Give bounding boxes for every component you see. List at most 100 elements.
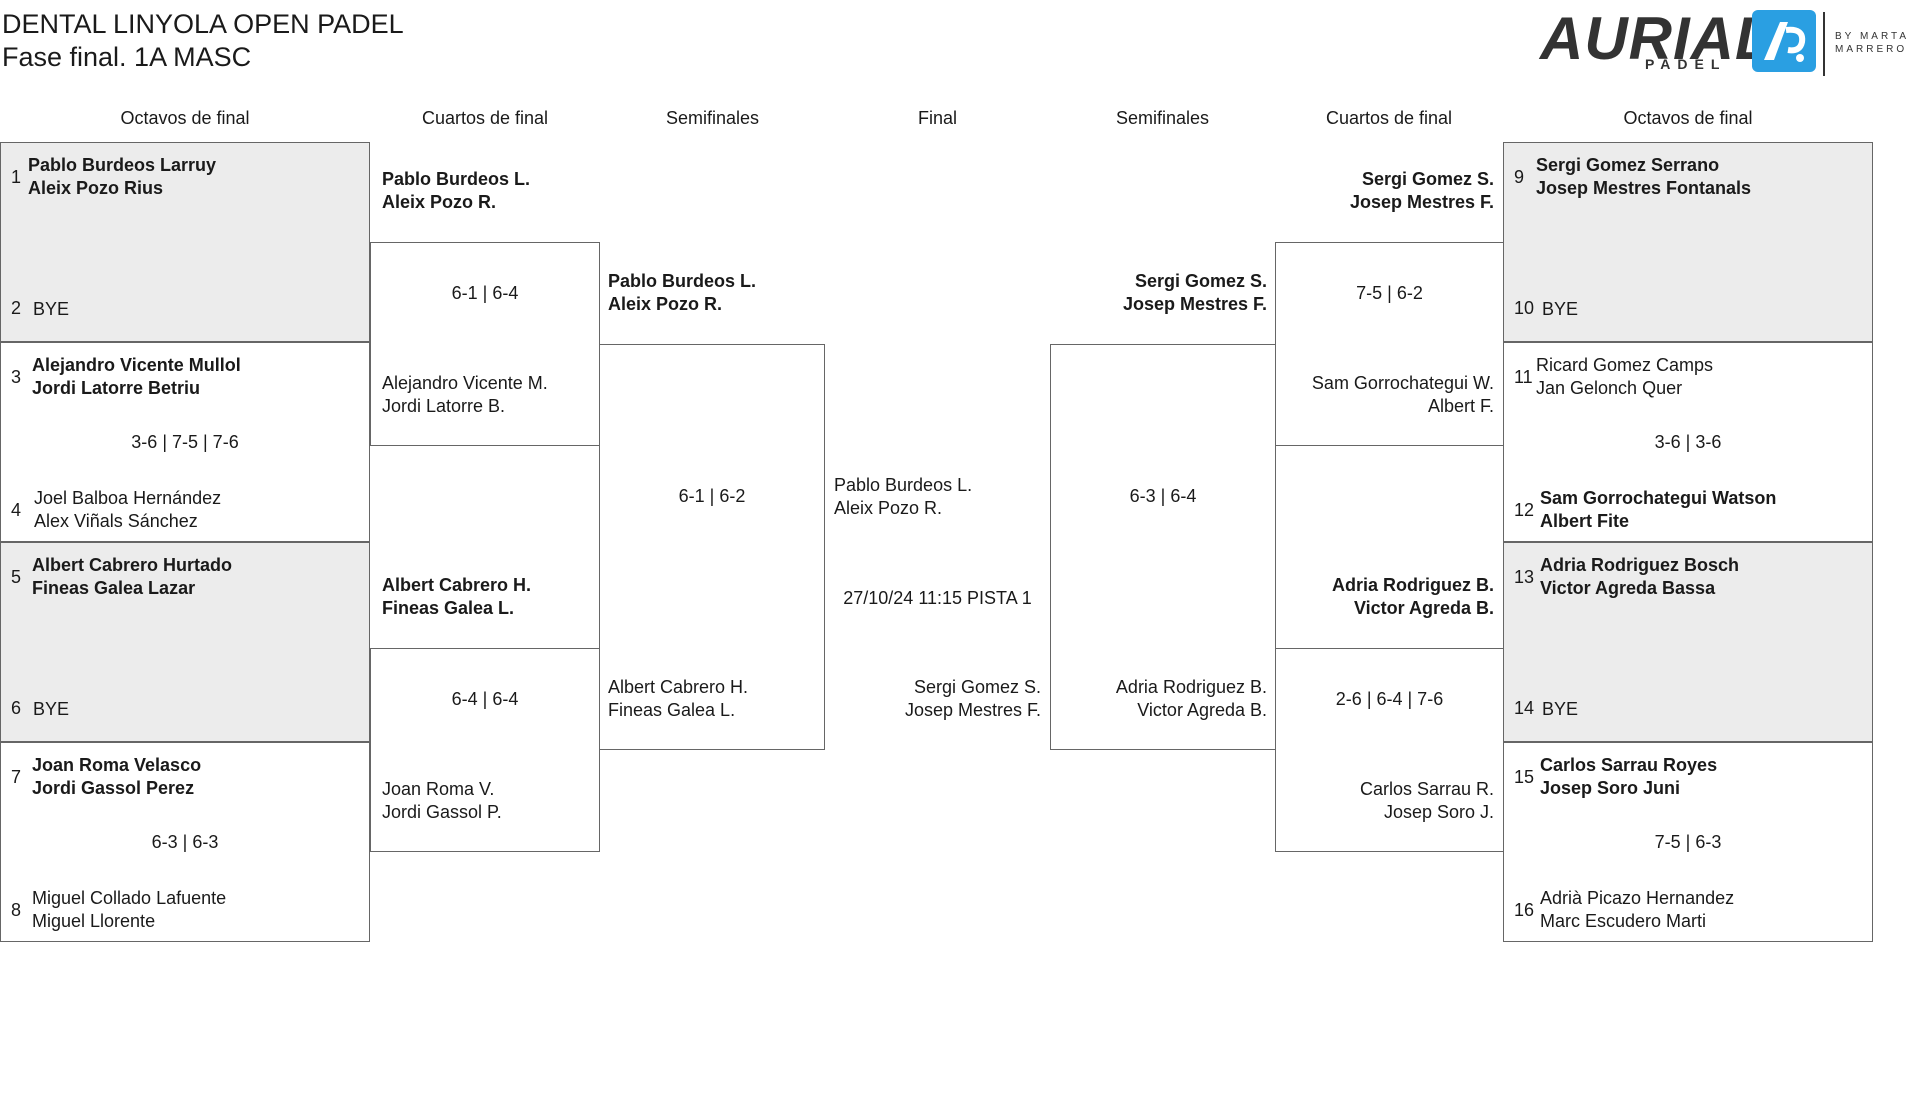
player: Pablo Burdeos L. (834, 475, 973, 495)
player: Pablo Burdeos L. (382, 169, 531, 189)
player: Miguel Collado Lafuente (32, 888, 227, 908)
player: Alejandro Vicente M. (382, 373, 548, 393)
player: Albert F. (1427, 396, 1494, 416)
team-b: Adrià Picazo Hernandez Marc Escudero Mar… (1540, 887, 1734, 933)
seed-number: 12 (1514, 500, 1535, 520)
logo-mark-icon (1752, 10, 1816, 72)
player: Victor Agreda Bassa (1540, 578, 1716, 598)
player: Victor Agreda B. (1137, 700, 1267, 720)
team-a: Sergi Gomez Serrano Josep Mestres Fontan… (1536, 154, 1751, 200)
team-a: Ricard Gomez Camps Jan Gelonch Quer (1536, 354, 1713, 400)
sf-right-team-b: Adria Rodriguez B. Victor Agreda B. (1050, 676, 1267, 722)
player: BYE (1542, 699, 1579, 719)
sf-left-team-a: Pablo Burdeos L. Aleix Pozo R. (608, 270, 756, 316)
logo-wordmark: AURIAL (1540, 5, 1773, 72)
r16-match-1: 1 Pablo Burdeos Larruy Aleix Pozo Rius 2… (0, 142, 370, 342)
team-a: Pablo Burdeos Larruy Aleix Pozo Rius (28, 154, 216, 200)
player: Sergi Gomez S. (1361, 169, 1494, 189)
seed-number: 11 (1514, 367, 1533, 387)
qf-right-2-team-b: Carlos Sarrau R. Josep Soro J. (1275, 778, 1494, 824)
player: Pablo Burdeos L. (608, 271, 757, 291)
tournament-title: DENTAL LINYOLA OPEN PADEL (2, 9, 404, 39)
player: Adria Rodriguez B. (1115, 677, 1267, 697)
player: Adria Rodriguez Bosch (1540, 555, 1740, 575)
r16-match-3: 5 Albert Cabrero Hurtado Fineas Galea La… (0, 542, 370, 742)
team-a: Adria Rodriguez Bosch Victor Agreda Bass… (1540, 554, 1739, 600)
player: Joel Balboa Hernández (34, 488, 222, 508)
round-label-final: Final (917, 108, 957, 128)
player: Victor Agreda B. (1353, 598, 1494, 618)
match-score: 6-4 | 6-4 (451, 689, 519, 709)
seed-number: 15 (1514, 767, 1535, 787)
player: Alejandro Vicente Mullol (32, 355, 241, 375)
qf-left-2-bracket: 6-4 | 6-4 (370, 648, 600, 852)
player: Sam Gorrochategui Watson (1540, 488, 1777, 508)
player: BYE (33, 699, 70, 719)
seed-number: 14 (1514, 698, 1535, 718)
match-score: 3-6 | 7-5 | 7-6 (131, 432, 239, 452)
player: Josep Soro J. (1383, 802, 1494, 822)
tournament-subtitle: Fase final. 1A MASC (2, 42, 252, 72)
team-a: Carlos Sarrau Royes Josep Soro Juni (1540, 754, 1717, 800)
player: Aleix Pozo Rius (28, 178, 164, 198)
player: Jordi Latorre Betriu (32, 378, 201, 398)
qf-left-2-team-a: Albert Cabrero H. Fineas Galea L. (382, 574, 531, 620)
r16-match-8: 15 Carlos Sarrau Royes Josep Soro Juni 7… (1503, 742, 1873, 942)
seed-number: 8 (11, 900, 22, 920)
match-score: 6-3 | 6-4 (1129, 486, 1197, 506)
player: Albert Cabrero H. (608, 677, 749, 697)
sponsor-logo: AURIAL PADEL BY MARTA MARRERO (1540, 5, 1920, 78)
qf-left-2-team-b: Joan Roma V. Jordi Gassol P. (382, 778, 502, 824)
player: Jordi Latorre B. (382, 396, 506, 416)
team-a: Alejandro Vicente Mullol Jordi Latorre B… (32, 354, 241, 400)
logo-subtitle: PADEL (1645, 56, 1727, 72)
qf-left-1-team-b: Alejandro Vicente M. Jordi Latorre B. (382, 372, 548, 418)
round-label-right-r16: Octavos de final (1623, 108, 1753, 128)
player: Marc Escudero Marti (1540, 911, 1707, 931)
final-schedule: 27/10/24 11:15 PISTA 1 (843, 588, 1032, 608)
qf-left-1-team-a: Pablo Burdeos L. Aleix Pozo R. (382, 168, 530, 214)
team-b: Miguel Collado Lafuente Miguel Llorente (32, 887, 226, 933)
r16-match-6: 11 Ricard Gomez Camps Jan Gelonch Quer 3… (1503, 342, 1873, 542)
seed-number: 1 (11, 167, 22, 187)
seed-number: 2 (11, 298, 22, 318)
player: Jordi Gassol Perez (32, 778, 195, 798)
round-label-left-qf: Cuartos de final (421, 108, 549, 128)
qf-right-1-team-a: Sergi Gomez S. Josep Mestres F. (1275, 168, 1494, 214)
player: Ricard Gomez Camps (1536, 355, 1714, 375)
final-team-a: Pablo Burdeos L. Aleix Pozo R. (834, 474, 972, 520)
r16-match-7: 13 Adria Rodriguez Bosch Victor Agreda B… (1503, 542, 1873, 742)
player: Fineas Galea L. (608, 700, 736, 720)
round-label-right-qf: Cuartos de final (1325, 108, 1453, 128)
player: Jordi Gassol P. (382, 802, 502, 822)
seed-number: 4 (11, 500, 22, 520)
player: Aleix Pozo R. (382, 192, 497, 212)
player: Miguel Llorente (32, 911, 156, 931)
match-score: 6-1 | 6-2 (678, 486, 746, 506)
match-score: 6-1 | 6-4 (451, 283, 519, 303)
final-team-b: Sergi Gomez S. Josep Mestres F. (825, 676, 1041, 722)
player: Albert Fite (1540, 511, 1630, 531)
r16-match-5: 9 Sergi Gomez Serrano Josep Mestres Font… (1503, 142, 1873, 342)
match-score: 3-6 | 3-6 (1654, 432, 1722, 452)
logo-divider (1823, 12, 1825, 76)
seed-number: 3 (11, 367, 22, 387)
team-b: BYE (1542, 698, 1578, 721)
player: Josep Mestres F. (1349, 192, 1494, 212)
player: Albert Cabrero H. (382, 575, 532, 595)
player: Alex Viñals Sánchez (34, 511, 198, 531)
r16-match-2: 3 Alejandro Vicente Mullol Jordi Latorre… (0, 342, 370, 542)
player: Joan Roma V. (382, 779, 495, 799)
player: Sergi Gomez S. (1134, 271, 1267, 291)
team-b: BYE (33, 698, 69, 721)
player: Sergi Gomez S. (913, 677, 1041, 697)
player: Sergi Gomez Serrano (1536, 155, 1720, 175)
qf-right-1-bracket: 7-5 | 6-2 (1275, 242, 1504, 446)
player: Aleix Pozo R. (834, 498, 943, 518)
sf-right-team-a: Sergi Gomez S. Josep Mestres F. (1050, 270, 1267, 316)
player: Aleix Pozo R. (608, 294, 723, 314)
player: Sam Gorrochategui W. (1311, 373, 1494, 393)
seed-number: 7 (11, 767, 22, 787)
qf-right-2-bracket: 2-6 | 6-4 | 7-6 (1275, 648, 1504, 852)
player: Joan Roma Velasco (32, 755, 202, 775)
